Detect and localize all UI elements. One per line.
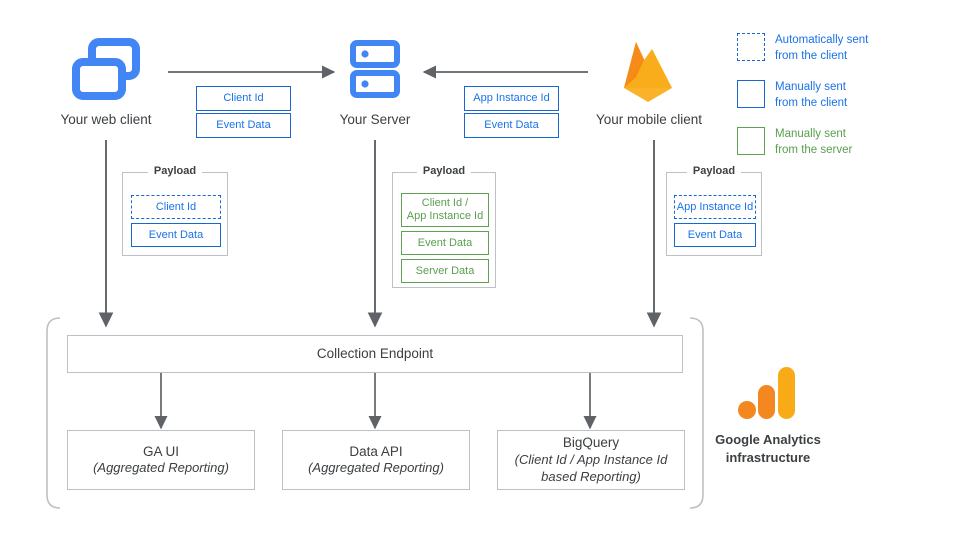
legend-label-manual-client: Manually sent from the client bbox=[775, 81, 848, 109]
output-subtitle-data-api: (Aggregated Reporting) bbox=[308, 460, 444, 476]
payload-web: Payload Client Id Event Data bbox=[122, 165, 228, 256]
legend-item-manual-client: Manually sent from the client bbox=[737, 80, 947, 111]
transit-tag-event-data-web: Event Data bbox=[196, 113, 291, 138]
payload-mobile: Payload App Instance Id Event Data bbox=[666, 165, 762, 256]
collection-endpoint-box: Collection Endpoint bbox=[67, 335, 683, 373]
web-client-node bbox=[70, 38, 142, 102]
legend-item-auto-client: Automatically sent from the client bbox=[737, 33, 947, 64]
payload-server-item-server-data: Server Data bbox=[401, 259, 489, 283]
transit-tag-client-id: Client Id bbox=[196, 86, 291, 111]
server-label: Your Server bbox=[339, 111, 411, 127]
firebase-flame-icon bbox=[624, 42, 672, 102]
output-title-ga-ui: GA UI bbox=[142, 443, 179, 459]
output-box-bigquery: BigQuery (Client Id / App Instance Id ba… bbox=[497, 430, 685, 490]
mobile-client-node bbox=[617, 36, 679, 104]
collection-endpoint-label: Collection Endpoint bbox=[316, 346, 434, 362]
web-client-label: Your web client bbox=[60, 111, 152, 127]
payload-server-item-ids: Client Id / App Instance Id bbox=[401, 193, 489, 227]
payload-mobile-title: Payload bbox=[686, 165, 742, 177]
payload-web-item-event-data: Event Data bbox=[131, 223, 221, 247]
legend-item-manual-server: Manually sent from the server bbox=[737, 127, 947, 158]
output-title-data-api: Data API bbox=[349, 443, 403, 459]
transit-tag-event-data-mobile: Event Data bbox=[464, 113, 559, 138]
server-node bbox=[349, 40, 401, 100]
output-subtitle-ga-ui: (Aggregated Reporting) bbox=[93, 460, 229, 476]
payload-server-item-event-data: Event Data bbox=[401, 231, 489, 255]
payload-web-item-client-id: Client Id bbox=[131, 195, 221, 219]
server-racks-icon bbox=[350, 40, 400, 98]
legend-swatch-dashed-blue bbox=[737, 33, 765, 61]
output-box-data-api: Data API (Aggregated Reporting) bbox=[282, 430, 470, 490]
payload-mobile-item-app-instance-id: App Instance Id bbox=[674, 195, 756, 219]
bracket-right bbox=[689, 317, 704, 509]
legend-swatch-solid-green bbox=[737, 127, 765, 156]
payload-server: Payload Client Id / App Instance Id Even… bbox=[392, 165, 496, 288]
output-title-bigquery: BigQuery bbox=[562, 435, 620, 451]
output-subtitle-bigquery: (Client Id / App Instance Id based Repor… bbox=[514, 451, 668, 484]
ga-brand: Google Analytics infrastructure bbox=[712, 365, 824, 466]
legend-label-manual-server: Manually sent from the server bbox=[775, 128, 853, 156]
transit-tag-app-instance-id: App Instance Id bbox=[464, 86, 559, 111]
legend-swatch-solid-blue bbox=[737, 80, 765, 109]
bracket-left bbox=[46, 317, 61, 509]
payload-server-title: Payload bbox=[416, 165, 472, 177]
output-box-ga-ui: GA UI (Aggregated Reporting) bbox=[67, 430, 255, 490]
payload-mobile-item-event-data: Event Data bbox=[674, 223, 756, 247]
ga-brand-label: Google Analytics infrastructure bbox=[715, 432, 821, 465]
mobile-client-label: Your mobile client bbox=[595, 111, 703, 127]
browser-windows-icon bbox=[72, 38, 140, 100]
google-analytics-icon bbox=[738, 367, 795, 419]
legend: Automatically sent from the client Manua… bbox=[737, 33, 947, 158]
legend-label-auto-client: Automatically sent from the client bbox=[775, 34, 869, 62]
payload-web-title: Payload bbox=[147, 165, 203, 177]
